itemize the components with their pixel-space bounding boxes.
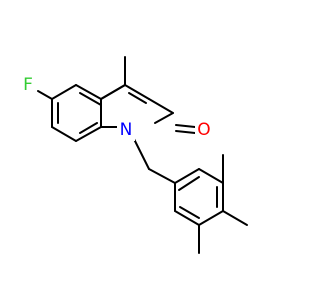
bond-ar1-ar2 [174,168,200,184]
bond-c5-c6-inner [79,92,102,106]
bond-c8-c9 [51,126,77,142]
bond-c6-f [37,90,53,100]
nitrogen-atom-label: N [120,120,133,140]
bond-c4a-c4 [100,84,126,100]
bond-c9-c8a-inner [79,122,98,134]
bond-ch2-ar [148,168,176,184]
bond-ar2-ar3 [198,168,224,184]
bond-c5-c6 [75,84,102,100]
bond-ar5-ar6 [174,210,200,226]
bond-ar1-ar2-inner [178,176,200,191]
bond-c2-o-double [175,130,196,134]
bond-ar4-methyl [222,210,248,226]
bond-ar4-ar5 [198,210,224,226]
bond-layer [37,56,248,254]
bond-c4-c3-inner [128,92,147,104]
bond-c2-n1 [154,112,174,124]
oxygen-atom-label: O [197,120,210,140]
bond-c2-o [175,124,196,128]
molecule-structure-diagram: F N O [20,56,248,254]
bond-c6-c7 [51,84,77,100]
bond-c9-c8a [75,126,102,142]
bond-ar5-ar6-inner [179,206,200,219]
nitrogen-label-bg [117,119,135,141]
bond-n1-ch2 [132,136,150,170]
atom-label-layer: F N O [20,74,213,141]
oxygen-label-bg [195,119,213,141]
bond-c3-c2 [148,98,174,114]
fluorine-atom-label: F [23,75,33,95]
bond-c4-c3 [124,84,150,100]
fluorine-label-bg [20,74,37,96]
